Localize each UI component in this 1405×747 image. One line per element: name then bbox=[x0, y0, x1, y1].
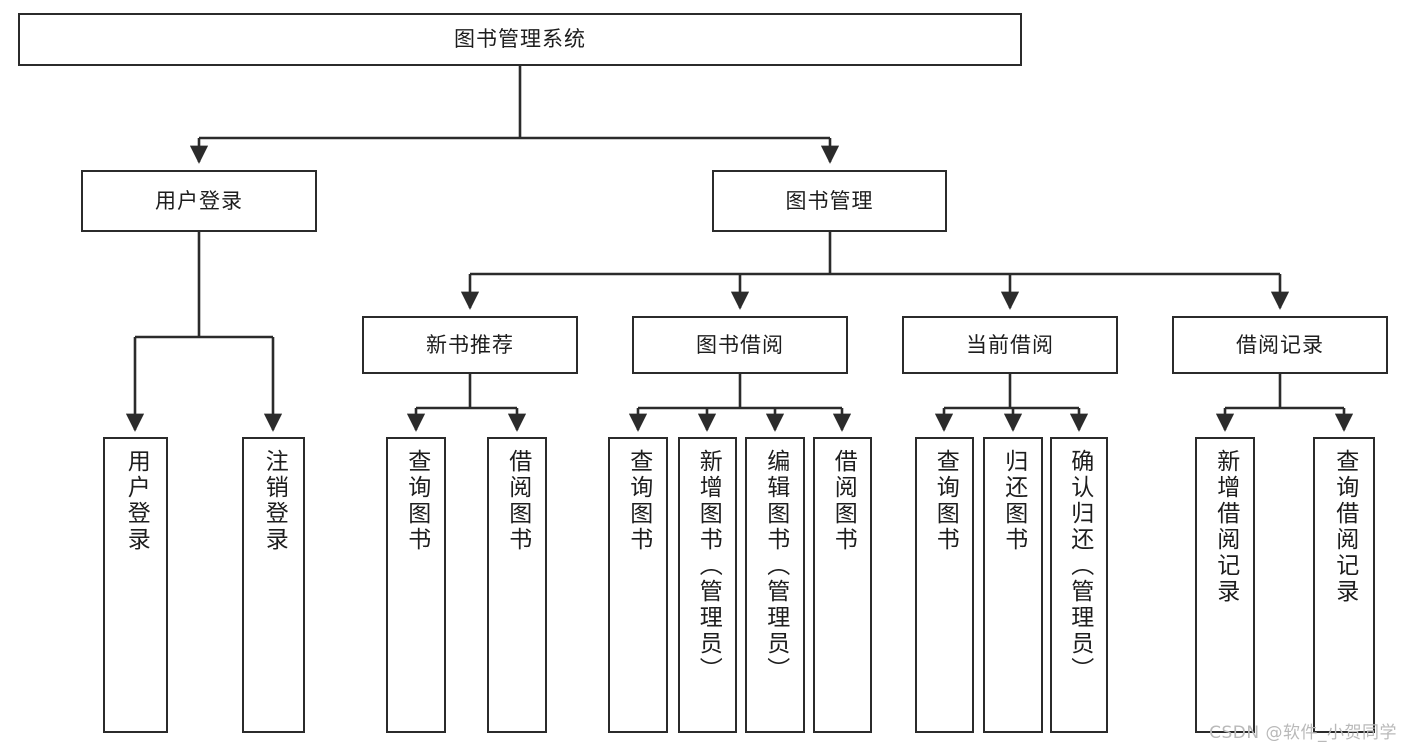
leaf-query-borrow-record-label: 查询借阅记录 bbox=[1331, 449, 1358, 605]
leaf-query-book-1-label: 查询图书 bbox=[403, 449, 430, 553]
leaf-borrow-book-1[interactable]: 借阅图书 bbox=[487, 437, 547, 733]
leaf-query-book-2-label: 查询图书 bbox=[625, 449, 652, 553]
leaf-user-login[interactable]: 用户登录 bbox=[103, 437, 168, 733]
leaf-return-book-label: 归还图书 bbox=[1000, 449, 1027, 553]
leaf-confirm-return-label: 确认归还（管理员） bbox=[1066, 449, 1093, 683]
leaf-borrow-book-2-label: 借阅图书 bbox=[830, 449, 857, 553]
node-borrow-record[interactable]: 借阅记录 bbox=[1172, 316, 1388, 374]
csdn-watermark: CSDN @软件_小贺同学 bbox=[1209, 723, 1397, 743]
leaf-user-logout[interactable]: 注销登录 bbox=[242, 437, 305, 733]
leaf-query-book-1[interactable]: 查询图书 bbox=[386, 437, 446, 733]
node-book-borrow[interactable]: 图书借阅 bbox=[632, 316, 848, 374]
leaf-query-book-2[interactable]: 查询图书 bbox=[608, 437, 668, 733]
leaf-edit-book[interactable]: 编辑图书（管理员） bbox=[745, 437, 805, 733]
leaf-add-borrow-record-label: 新增借阅记录 bbox=[1212, 449, 1239, 605]
leaf-add-borrow-record[interactable]: 新增借阅记录 bbox=[1195, 437, 1255, 733]
node-user-login-label: 用户登录 bbox=[155, 188, 243, 213]
leaf-user-login-label: 用户登录 bbox=[123, 449, 150, 553]
node-current-borrow[interactable]: 当前借阅 bbox=[902, 316, 1118, 374]
leaf-borrow-book-1-label: 借阅图书 bbox=[504, 449, 531, 553]
leaf-query-book-3-label: 查询图书 bbox=[932, 449, 959, 553]
node-new-book-recommend[interactable]: 新书推荐 bbox=[362, 316, 578, 374]
leaf-query-borrow-record[interactable]: 查询借阅记录 bbox=[1313, 437, 1375, 733]
node-root[interactable]: 图书管理系统 bbox=[18, 13, 1022, 66]
node-root-label: 图书管理系统 bbox=[454, 27, 586, 52]
node-book-borrow-label: 图书借阅 bbox=[696, 332, 784, 357]
leaf-add-book[interactable]: 新增图书（管理员） bbox=[678, 437, 737, 733]
node-book-manage-label: 图书管理 bbox=[785, 188, 874, 213]
node-book-manage[interactable]: 图书管理 bbox=[712, 170, 947, 232]
leaf-query-book-3[interactable]: 查询图书 bbox=[915, 437, 974, 733]
node-new-book-recommend-label: 新书推荐 bbox=[426, 332, 514, 357]
leaf-add-book-label: 新增图书（管理员） bbox=[695, 449, 722, 683]
leaf-user-logout-label: 注销登录 bbox=[261, 449, 288, 553]
node-borrow-record-label: 借阅记录 bbox=[1236, 332, 1324, 357]
node-current-borrow-label: 当前借阅 bbox=[966, 332, 1054, 357]
leaf-edit-book-label: 编辑图书（管理员） bbox=[762, 449, 789, 683]
leaf-borrow-book-2[interactable]: 借阅图书 bbox=[813, 437, 872, 733]
leaf-return-book[interactable]: 归还图书 bbox=[983, 437, 1043, 733]
node-user-login[interactable]: 用户登录 bbox=[81, 170, 317, 232]
leaf-confirm-return[interactable]: 确认归还（管理员） bbox=[1050, 437, 1108, 733]
